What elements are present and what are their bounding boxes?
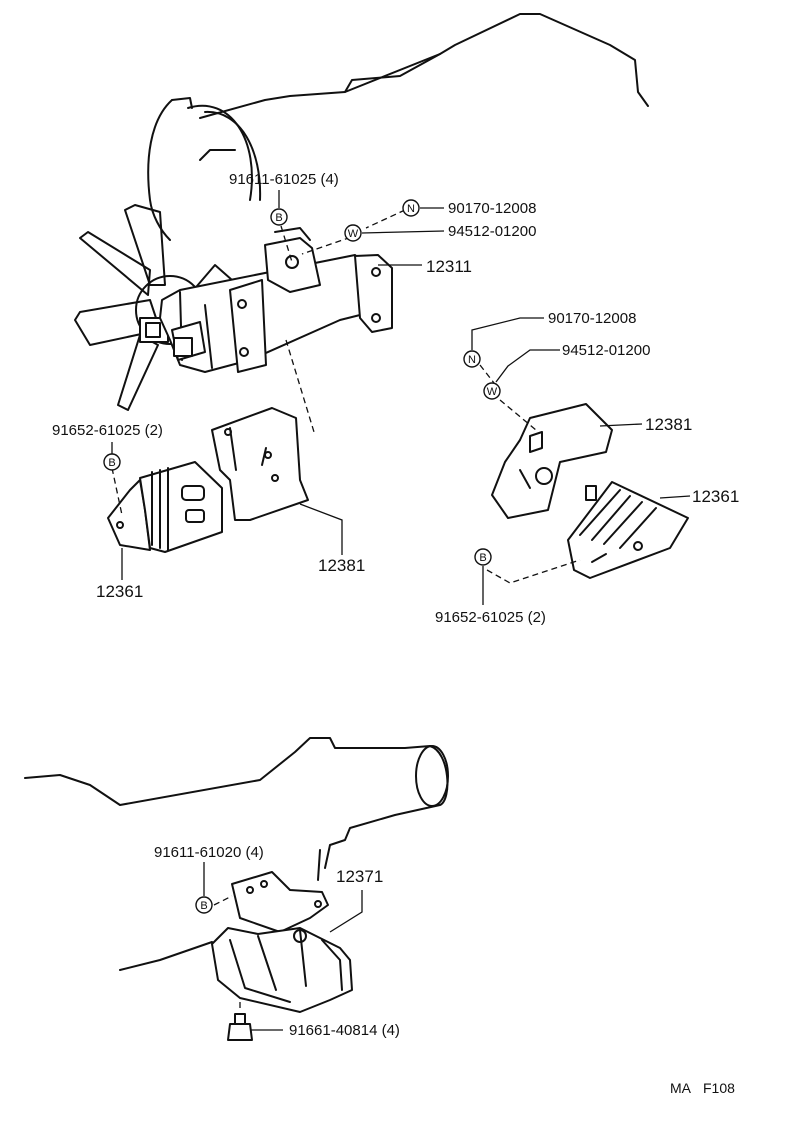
bolt-symbol: B [270, 208, 288, 226]
label-bolt-top: 91611-61025 (4) [229, 171, 339, 188]
hex-bolt-icon [227, 1013, 253, 1041]
engine-block-outline [147, 13, 649, 241]
label-bolt-bottom: 91661-40814 (4) [289, 1022, 400, 1039]
footer-code: MA F108 [670, 1080, 735, 1096]
label-insulator-right: 12361 [692, 487, 739, 506]
part-labels: 91611-61025 (4) 90170-12008 94512-01200 … [52, 171, 739, 1039]
washer-symbol: W [483, 382, 501, 400]
svg-text:MA: MA [670, 1080, 692, 1096]
svg-text:B: B [479, 552, 486, 564]
washer-symbol: W [344, 224, 362, 242]
rear-mount-12371 [211, 871, 353, 1013]
nut-symbol: N [463, 350, 481, 368]
label-nut-right: 90170-12008 [548, 310, 636, 327]
bolt-symbol: B [195, 896, 213, 914]
label-bolt-rear: 91611-61020 (4) [154, 844, 264, 861]
label-nut-top: 90170-12008 [448, 200, 536, 217]
engine-mount-bracket-left [211, 407, 309, 521]
label-insulator-left: 12361 [96, 582, 143, 601]
label-washer-top: 94512-01200 [448, 223, 536, 240]
transmission-outline [24, 737, 449, 971]
svg-text:F108: F108 [703, 1080, 735, 1096]
bolt-symbol: B [474, 548, 492, 566]
svg-text:N: N [468, 354, 476, 366]
label-bracket-right: 12381 [645, 415, 692, 434]
label-bracket-left: 12381 [318, 556, 365, 575]
engine-crossmember-12311 [159, 227, 393, 373]
bolt-symbol: B [103, 453, 121, 471]
svg-text:W: W [348, 228, 359, 240]
label-bolt-left: 91652-61025 (2) [52, 422, 163, 439]
label-washer-right: 94512-01200 [562, 342, 650, 359]
leader-lines [111, 190, 691, 1031]
svg-text:B: B [108, 457, 115, 469]
svg-text:B: B [200, 900, 207, 912]
svg-text:B: B [275, 212, 282, 224]
engine-mount-insulator-left [107, 461, 223, 553]
label-rear-mount: 12371 [336, 867, 383, 886]
svg-text:W: W [487, 386, 498, 398]
engine-mount-insulator-right [567, 481, 689, 579]
engine-mount-bracket-right [491, 403, 613, 519]
nut-symbol: N [402, 199, 420, 217]
label-crossmember: 12311 [426, 257, 472, 276]
label-bolt-right: 91652-61025 (2) [435, 609, 546, 626]
svg-text:N: N [407, 203, 415, 215]
